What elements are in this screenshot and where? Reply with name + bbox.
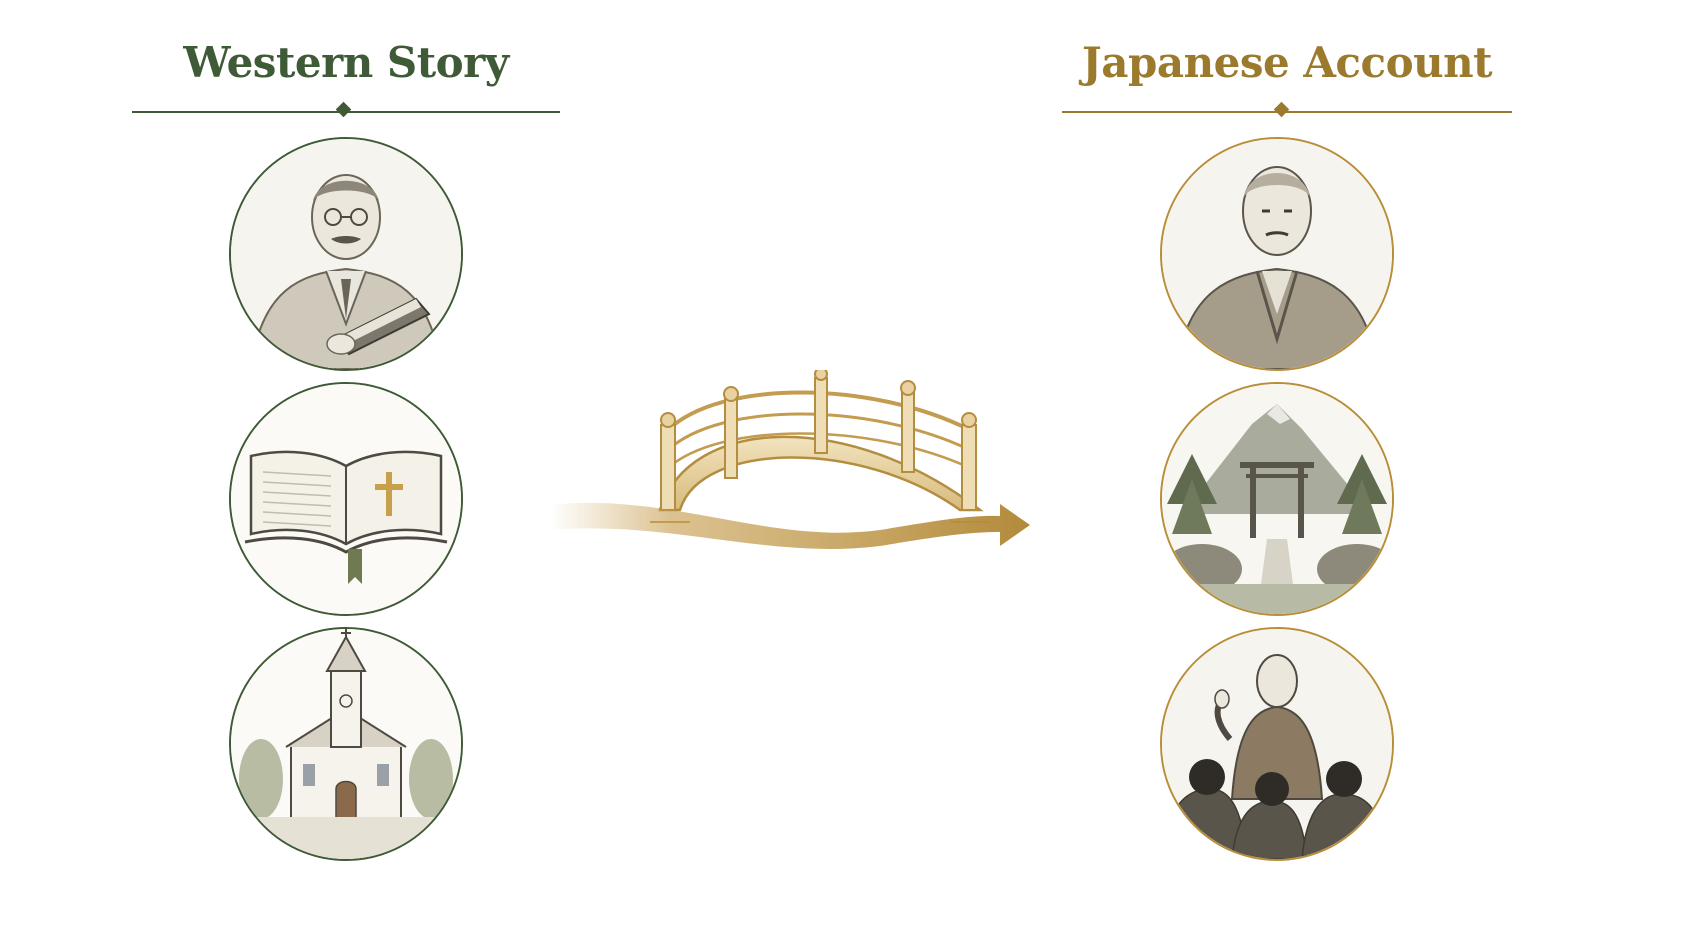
arched-bridge-icon [650,367,990,523]
church-icon [229,627,463,861]
mountain-torii-shrine-icon [1160,382,1394,616]
western-divider-diamond-icon [335,101,352,118]
japanese-divider-diamond-icon [1273,101,1290,118]
japanese-man-portrait-icon [1160,137,1394,371]
western-story-title: Western Story [183,38,509,87]
flow-arrow-icon [550,502,1030,550]
bridge-and-arrow-group [550,367,1110,590]
japanese-title-divider [1062,111,1512,113]
scholar-with-book-icon [229,137,463,371]
japanese-account-title: Japanese Account [1081,38,1493,87]
open-bible-icon [229,382,463,616]
teacher-with-students-icon [1160,627,1394,861]
